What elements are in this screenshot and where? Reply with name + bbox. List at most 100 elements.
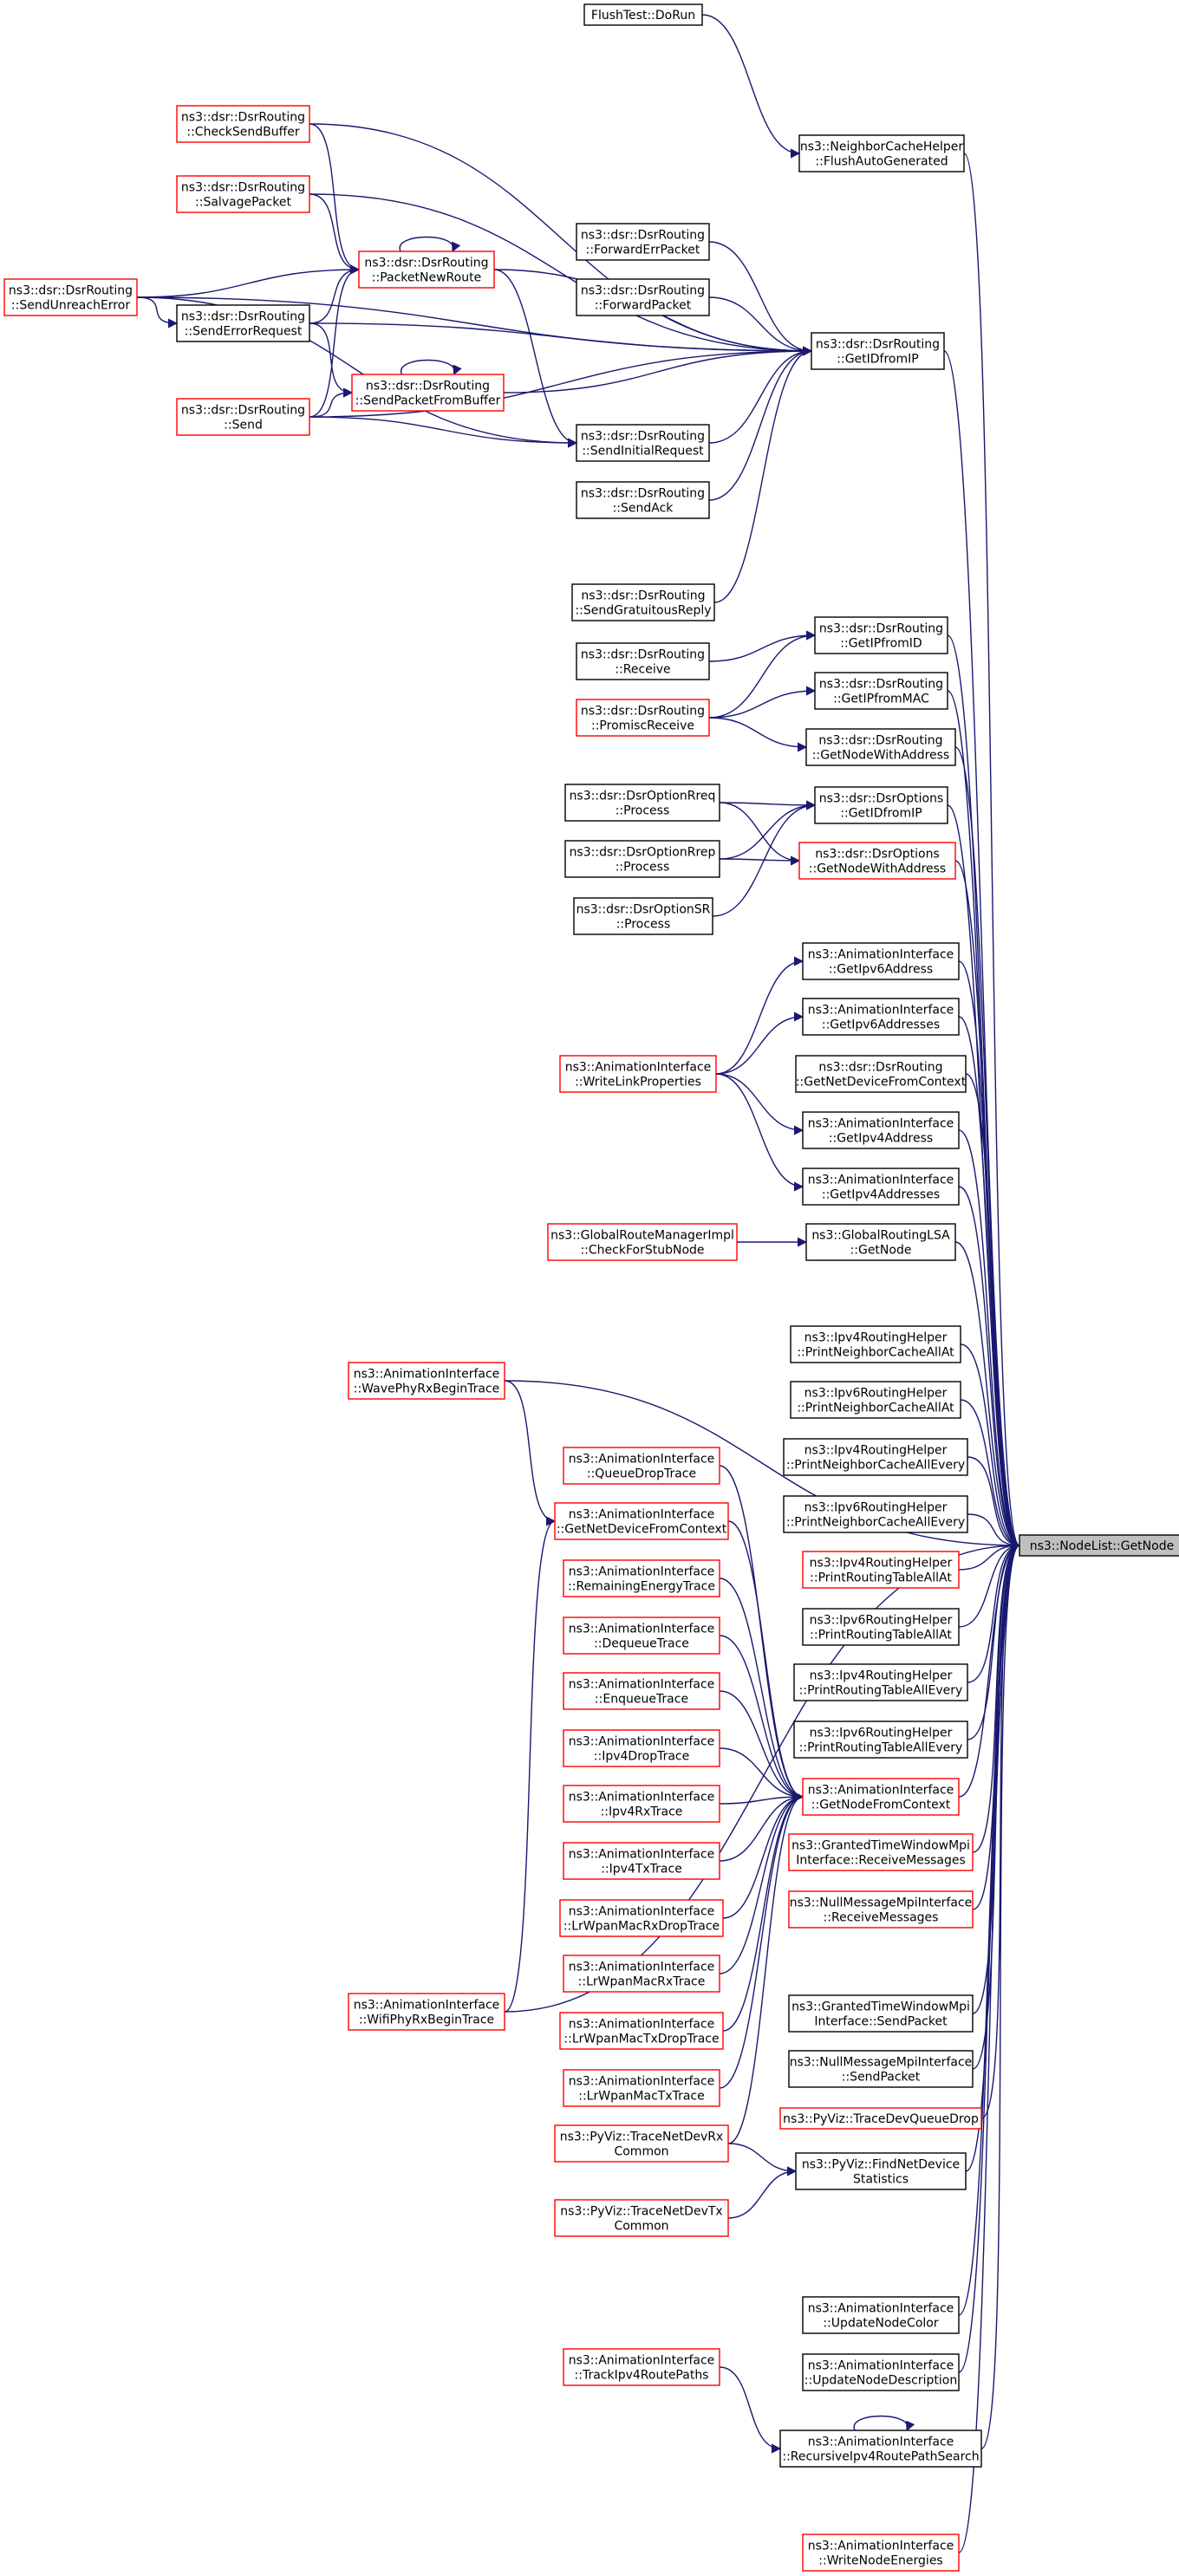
function-node-nmm_sendpacket[interactable]: ns3::NullMessageMpiInterface::SendPacket [788, 2050, 974, 2088]
node-label: ns3::AnimationInterface [354, 1999, 500, 2013]
call-edge [701, 14, 801, 159]
node-label: ::Ipv4DropTrace [594, 1750, 689, 1764]
function-node-dsr_getnetdevicefromcontext[interactable]: ns3::dsr::DsrRouting::GetNetDeviceFromCo… [795, 1055, 967, 1093]
function-node-dsr_packetnewroute[interactable]: ns3::dsr::DsrRouting::PacketNewRoute [358, 250, 495, 289]
function-node-ipv6rh_pncaa[interactable]: ns3::Ipv6RoutingHelper::PrintNeighborCac… [790, 1381, 961, 1419]
function-node-glsa_getnode[interactable]: ns3::GlobalRoutingLSA::GetNode [805, 1223, 956, 1261]
function-node-dsr_senderrorrequest[interactable]: ns3::dsr::DsrRouting::SendErrorRequest [176, 304, 310, 342]
call-edge [954, 746, 1021, 1551]
function-node-dsr_checksendbuffer[interactable]: ns3::dsr::DsrRouting::CheckSendBuffer [176, 105, 310, 143]
node-label: ns3::AnimationInterface [354, 1368, 500, 1382]
function-node-dsr_sendack[interactable]: ns3::dsr::DsrRouting::SendAck [576, 481, 710, 519]
function-node-ipv4rh_pncae[interactable]: ns3::Ipv4RoutingHelper::PrintNeighborCac… [783, 1438, 968, 1476]
node-box [358, 250, 495, 289]
function-node-dsr_getipfrommac[interactable]: ns3::dsr::DsrRouting::GetIPfromMAC [814, 672, 948, 710]
function-node-flushtest[interactable]: FlushTest::DoRun [583, 3, 703, 26]
function-node-ipv6rh_pncae[interactable]: ns3::Ipv6RoutingHelper::PrintNeighborCac… [783, 1495, 968, 1533]
node-label: ns3::AnimationInterface [569, 1735, 715, 1749]
call-edge [958, 1540, 1021, 2316]
node-label: ns3::dsr::DsrRouting [581, 589, 705, 603]
function-node-dsr_promiscreceive[interactable]: ns3::dsr::DsrRouting::PromiscReceive [576, 699, 710, 737]
function-node-pyviz_tracedevqueuedrop[interactable]: ns3::PyViz::TraceDevQueueDrop [779, 2107, 982, 2130]
function-node-dsroptrreq_process[interactable]: ns3::dsr::DsrOptionRreq::Process [564, 784, 720, 822]
function-node-target[interactable]: ns3::NodeList::GetNode [1019, 1534, 1179, 1557]
function-node-dsr_sendinitialrequest[interactable]: ns3::dsr::DsrRouting::SendInitialRequest [576, 424, 710, 462]
function-node-ai_lrwpanmacrxtrace[interactable]: ns3::AnimationInterface::LrWpanMacRxTrac… [563, 1955, 720, 1993]
function-node-dsropt_getnodewithaddress[interactable]: ns3::dsr::DsrOptions::GetNodeWithAddress [798, 842, 956, 880]
node-label: ns3::dsr::DsrRouting [181, 181, 305, 195]
function-node-ai_getipv6address[interactable]: ns3::AnimationInterface::GetIpv6Address [802, 942, 960, 980]
node-label: ::PrintNeighborCacheAllAt [797, 1402, 954, 1415]
function-node-dsr_forwarderrpacket[interactable]: ns3::dsr::DsrRouting::ForwardErrPacket [576, 223, 710, 261]
function-node-ai_enqueuetrace[interactable]: ns3::AnimationInterface::EnqueueTrace [563, 1672, 720, 1710]
function-node-dsr_sendgratuitousreply[interactable]: ns3::dsr::DsrRouting::SendGratuitousRepl… [571, 583, 715, 621]
function-node-ai_lrwpanmacrxdroptrace[interactable]: ns3::AnimationInterface::LrWpanMacRxDrop… [559, 1899, 724, 1937]
node-label: ns3::dsr::DsrRouting [364, 257, 488, 270]
node-label: ns3::dsr::DsrRouting [581, 487, 705, 501]
function-node-ai_remainingenergytrace[interactable]: ns3::AnimationInterface::RemainingEnergy… [563, 1559, 720, 1597]
function-node-ai_ipv4rxtrace[interactable]: ns3::AnimationInterface::Ipv4RxTrace [563, 1785, 720, 1823]
function-node-ai_lrwpanmactxdroptrace[interactable]: ns3::AnimationInterface::LrWpanMacTxDrop… [559, 2012, 724, 2050]
function-node-ai_getipv6addresses[interactable]: ns3::AnimationInterface::GetIpv6Addresse… [802, 998, 960, 1036]
node-label: ::ForwardPacket [595, 299, 692, 313]
function-node-nmm_receivemessages[interactable]: ns3::NullMessageMpiInterface::ReceiveMes… [788, 1890, 974, 1929]
call-edge [719, 1792, 804, 1862]
function-node-dsr_getnodewithaddress[interactable]: ns3::dsr::DsrRouting::GetNodeWithAddress [805, 728, 956, 766]
node-box [176, 304, 310, 342]
function-node-ipv4rh_prtaa[interactable]: ns3::Ipv4RoutingHelper::PrintRoutingTabl… [802, 1551, 960, 1589]
function-node-dsroptsr_process[interactable]: ns3::dsr::DsrOptionSR::Process [573, 897, 713, 935]
function-node-grmi_checkforstubnode[interactable]: ns3::GlobalRouteManagerImpl::CheckForStu… [547, 1223, 738, 1261]
node-label: ::SendAck [613, 502, 674, 516]
function-node-dsr_getipfromid[interactable]: ns3::dsr::DsrRouting::GetIPfromID [814, 616, 948, 654]
function-node-dsr_send[interactable]: ns3::dsr::DsrRouting::Send [176, 398, 310, 436]
function-node-ipv6rh_prtaa[interactable]: ns3::Ipv6RoutingHelper::PrintRoutingTabl… [802, 1608, 960, 1646]
function-node-ai_wavephyrxbegintrace[interactable]: ns3::AnimationInterface::WavePhyRxBeginT… [348, 1362, 505, 1400]
function-node-dsr_receive[interactable]: ns3::dsr::DsrRouting::Receive [576, 642, 710, 680]
function-node-nch_flush[interactable]: ns3::NeighborCacheHelper::FlushAutoGener… [798, 134, 965, 172]
call-edge [967, 1540, 1021, 1740]
function-node-gtw_receivemessages[interactable]: ns3::GrantedTimeWindowMpiInterface::Rece… [788, 1833, 974, 1871]
function-node-ai_updatenodedescription[interactable]: ns3::AnimationInterface::UpdateNodeDescr… [802, 2353, 960, 2391]
call-edge [715, 956, 804, 1075]
node-label: ::Receive [615, 663, 670, 677]
function-node-ai_ipv4txtrace[interactable]: ns3::AnimationInterface::Ipv4TxTrace [563, 1842, 720, 1880]
function-node-ai_writelinkproperties[interactable]: ns3::AnimationInterface::WriteLinkProper… [559, 1055, 717, 1093]
function-node-dsropt_getidfromip[interactable]: ns3::dsr::DsrOptions::GetIDfromIP [814, 786, 948, 824]
function-node-ai_getnetdevicefromcontext[interactable]: ns3::AnimationInterface::GetNetDeviceFro… [554, 1502, 729, 1540]
function-node-ipv4rh_pncaa[interactable]: ns3::Ipv4RoutingHelper::PrintNeighborCac… [790, 1325, 961, 1363]
node-box [554, 2124, 729, 2163]
function-node-ai_dequeuetrace[interactable]: ns3::AnimationInterface::DequeueTrace [563, 1617, 720, 1655]
function-node-ai_trackipv4routepaths[interactable]: ns3::AnimationInterface::TrackIpv4RouteP… [563, 2348, 720, 2386]
function-node-ai_queuedroptrace[interactable]: ns3::AnimationInterface::QueueDropTrace [563, 1447, 720, 1485]
function-node-ai_getipv4address[interactable]: ns3::AnimationInterface::GetIpv4Address [802, 1111, 960, 1149]
function-node-ai_recursiveipv4routepathsearch[interactable]: ns3::AnimationInterface::RecursiveIpv4Ro… [779, 2430, 982, 2468]
node-label: ns3::AnimationInterface [569, 2075, 715, 2089]
function-node-ipv6rh_prtae[interactable]: ns3::Ipv6RoutingHelper::PrintRoutingTabl… [793, 1721, 968, 1759]
node-box [351, 374, 505, 412]
node-box [176, 175, 310, 213]
call-edge [958, 1540, 1021, 2373]
function-node-ai_getipv4addresses[interactable]: ns3::AnimationInterface::GetIpv4Addresse… [802, 1168, 960, 1206]
function-node-ai_lrwpanmactxtrace[interactable]: ns3::AnimationInterface::LrWpanMacTxTrac… [563, 2069, 720, 2107]
function-node-dsroptrrep_process[interactable]: ns3::dsr::DsrOptionRrep::Process [564, 840, 720, 878]
function-node-ai_wifiphyrxbegintrace[interactable]: ns3::AnimationInterface::WifiPhyRxBeginT… [348, 1993, 505, 2031]
function-node-gtw_sendpacket[interactable]: ns3::GrantedTimeWindowMpiInterface::Send… [788, 1994, 974, 2033]
node-label: ns3::AnimationInterface [569, 1508, 715, 1522]
node-label: ns3::AnimationInterface [808, 2540, 954, 2553]
function-node-ai_ipv4droptrace[interactable]: ns3::AnimationInterface::Ipv4DropTrace [563, 1729, 720, 1767]
node-label: ns3::NodeList::GetNode [1030, 1539, 1174, 1553]
function-node-ai_getnodefromcontext[interactable]: ns3::AnimationInterface::GetNodeFromCont… [802, 1778, 960, 1816]
function-node-dsr_forwardpacket[interactable]: ns3::dsr::DsrRouting::ForwardPacket [576, 278, 710, 316]
function-node-dsr_salvagepacket[interactable]: ns3::dsr::DsrRouting::SalvagePacket [176, 175, 310, 213]
function-node-dsr_sendunreacherror[interactable]: ns3::dsr::DsrRouting::SendUnreachError [3, 278, 138, 316]
function-node-dsr_sendpacketfrombuffer[interactable]: ns3::dsr::DsrRouting::SendPacketFromBuff… [351, 374, 505, 412]
function-node-dsr_getidfromip[interactable]: ns3::dsr::DsrRouting::GetIDfromIP [811, 332, 945, 370]
function-node-ai_writenodeenergies[interactable]: ns3::AnimationInterface::WriteNodeEnergi… [802, 2534, 960, 2572]
function-node-ipv4rh_prtae[interactable]: ns3::Ipv4RoutingHelper::PrintRoutingTabl… [793, 1663, 968, 1701]
call-edge [727, 2143, 798, 2176]
node-box [547, 1223, 738, 1261]
function-node-ai_updatenodecolor[interactable]: ns3::AnimationInterface::UpdateNodeColor [802, 2296, 960, 2334]
